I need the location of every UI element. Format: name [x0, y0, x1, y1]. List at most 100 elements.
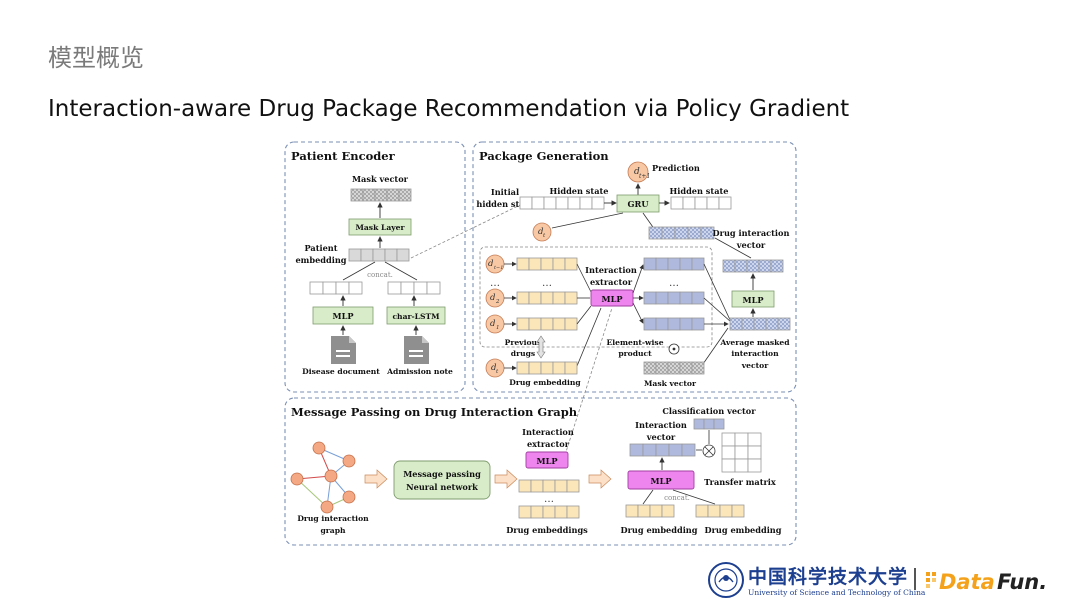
average-masked-label-1: Average masked [719, 338, 790, 347]
transfer-matrix-grid [721, 432, 762, 473]
mp-interaction-extractor-label-1: Interaction [522, 427, 574, 437]
previous-drugs-label-2: drugs [511, 349, 535, 358]
char-lstm-label: char-LSTM [392, 312, 440, 321]
mp-drug-embedding-label-a: Drug embedding [621, 525, 698, 535]
node-d-t-plus-1: d t+1 [627, 161, 650, 183]
admission-note-label: Admission note [386, 367, 453, 376]
pg-mlp-green-label: MLP [743, 295, 764, 305]
pg-mask-vector-cells [643, 361, 705, 375]
patient-embedding-cells [348, 248, 410, 262]
hidden-state-left-cells [519, 196, 605, 210]
pe-concat-label: concat. [367, 271, 393, 279]
mp-mlp-pink-box-2 [627, 470, 695, 490]
patient-encoder-title: Patient Encoder [291, 149, 396, 163]
average-masked-vector-cells [729, 317, 791, 331]
mp-ellipsis: … [544, 494, 554, 505]
svg-text:d: d [490, 319, 496, 329]
pg-left-ellipsis: … [490, 278, 500, 289]
disease-document-label: Disease document [302, 367, 380, 376]
current-drug-embedding [516, 361, 578, 375]
package-generation-panel [472, 141, 797, 393]
disease-document-icon [331, 336, 356, 364]
slide-subtitle: Interaction-aware Drug Package Recommend… [48, 96, 850, 122]
pg-mlp-pink-label: MLP [602, 294, 623, 304]
svg-text:d: d [538, 227, 544, 237]
node-d-t-top: d t [532, 222, 552, 242]
initial-hidden-state-label-1: Initial [491, 187, 519, 197]
drug-interaction-vector-label-2: vector [736, 240, 766, 250]
mpnn-label-2: Neural network [406, 482, 478, 492]
concat-embedding-a-cells [625, 504, 675, 518]
svg-text:t−1: t−1 [494, 265, 503, 271]
svg-text:t: t [543, 233, 546, 239]
logo-bar: 中国科学技术大学 University of Science and Techn… [708, 562, 1047, 598]
message-passing-title: Message Passing on Drug Interaction Grap… [291, 405, 578, 419]
svg-text:1: 1 [496, 325, 500, 331]
ustc-emblem-icon [708, 562, 744, 598]
pe-mlp-box [312, 306, 374, 325]
previous-drug-embeddings [516, 257, 578, 331]
mp-interaction-vector-label-2: vector [646, 432, 676, 442]
svg-text:d: d [491, 363, 497, 373]
svg-text:d: d [634, 167, 640, 177]
transfer-matrix-label: Transfer matrix [704, 477, 776, 487]
message-passing-panel [284, 397, 797, 546]
pe-mlp-label: MLP [333, 311, 354, 321]
prediction-label: Prediction [652, 163, 700, 173]
average-masked-label-3: vector [741, 361, 769, 370]
initial-hidden-state-label-2: hidden state [476, 199, 533, 209]
datafun-logo-fun: Fun. [997, 570, 1047, 594]
mp-mlp-pink-label-1: MLP [537, 456, 558, 466]
slide-title: 模型概览 [48, 44, 144, 72]
pg-mlp-green-box [731, 290, 775, 308]
datafun-dots-icon [926, 572, 936, 588]
patient-embedding-label-2: embedding [295, 255, 346, 265]
patient-encoder-panel [284, 141, 466, 393]
ustc-name-en: University of Science and Technology of … [748, 588, 926, 597]
mask-layer-box [348, 218, 412, 236]
pg-interaction-extractor-label-2: extractor [590, 277, 633, 287]
svg-text:t+1: t+1 [639, 173, 650, 180]
mp-interaction-vector-cells [629, 443, 696, 457]
pe-mask-vector-cells [350, 188, 412, 202]
element-wise-label-2: product [618, 349, 652, 358]
pg-right-ellipsis: … [669, 278, 679, 289]
patient-embedding-label-1: Patient [304, 243, 337, 253]
admission-note-icon [404, 336, 429, 364]
mp-mlp-pink-label-2: MLP [651, 476, 672, 486]
arrow-graph-to-mpnn-icon [364, 469, 388, 489]
mp-interaction-vector-label-1: Interaction [635, 420, 687, 430]
node-d-2: d 2 [485, 288, 505, 308]
previous-drugs-inner-panel [479, 246, 713, 348]
pg-mid-ellipsis: … [542, 278, 552, 289]
svg-text:d: d [490, 293, 496, 303]
hidden-state-right-label: Hidden state [670, 186, 729, 196]
pe-left-vector [309, 281, 363, 295]
mp-drug-embeddings-cells [518, 479, 580, 519]
logo-separator [914, 568, 916, 590]
mp-interaction-extractor-label-2: extractor [527, 439, 570, 449]
element-wise-label-1: Element-wise [606, 338, 663, 347]
drug-interaction-vector-label-1: Drug interaction [713, 228, 790, 238]
gru-box [616, 194, 660, 213]
mp-mlp-pink-box-1 [525, 451, 569, 469]
mp-drug-embeddings-label: Drug embeddings [506, 525, 588, 535]
node-d-1: d 1 [485, 314, 505, 334]
mask-layer-label: Mask Layer [355, 223, 405, 232]
previous-drugs-label-1: Previous [505, 338, 542, 347]
classification-vector-label: Classification vector [662, 406, 756, 416]
average-masked-label-2: interaction [731, 349, 779, 358]
mpnn-label-1: Message passing [403, 469, 481, 479]
pg-interaction-extractor-label-1: Interaction [585, 265, 637, 275]
hidden-state-left-label: Hidden state [550, 186, 609, 196]
datafun-logo-data: Data [939, 570, 995, 594]
mp-drug-embedding-label-b: Drug embedding [705, 525, 782, 535]
node-d-t-minus-1: d t−1 [485, 254, 505, 274]
pe-mask-vector-label: Mask vector [352, 174, 409, 184]
pg-interaction-output-cells [722, 259, 784, 273]
interaction-vectors-blue [643, 257, 705, 331]
arrow-mpnn-to-embeddings-icon [494, 469, 518, 489]
drug-interaction-vector-cells [648, 226, 715, 240]
ustc-name-cn: 中国科学技术大学 [748, 565, 908, 588]
svg-text:t: t [496, 369, 499, 375]
